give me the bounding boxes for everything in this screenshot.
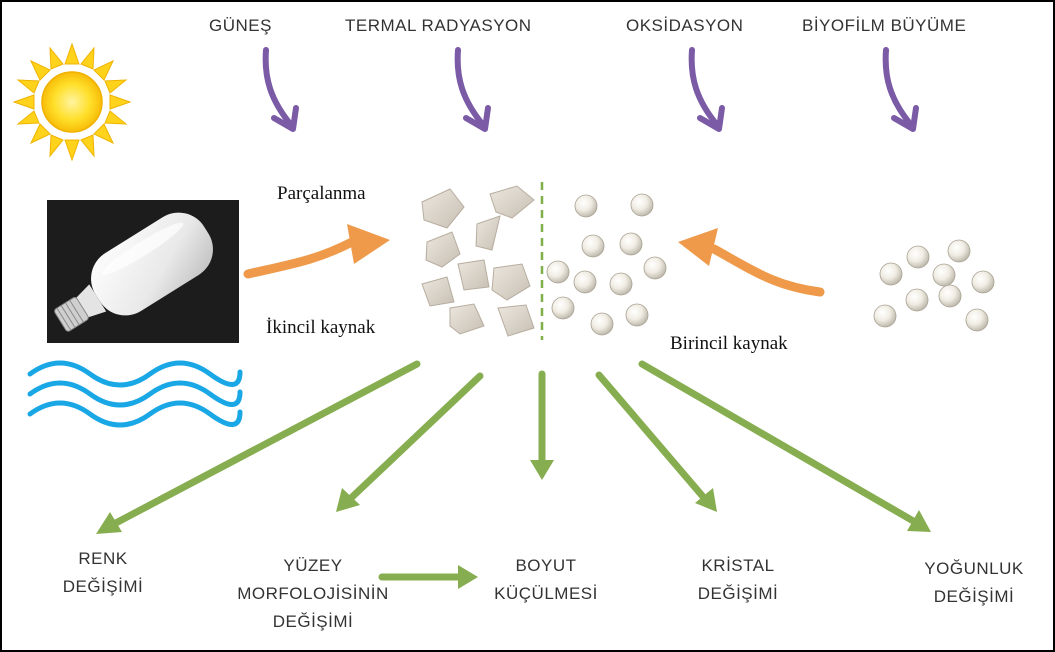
factor-arrow-biofilm bbox=[886, 50, 916, 129]
fragments-image bbox=[422, 186, 534, 336]
effect-arrow-size bbox=[530, 374, 554, 480]
factor-arrows bbox=[266, 50, 916, 129]
microbeads-center bbox=[547, 194, 666, 335]
effect-label-density: YOĞUNLUK DEĞİŞİMİ bbox=[904, 555, 1044, 611]
secondary-source-arrow bbox=[248, 224, 390, 274]
effect-label-color: RENK DEĞİŞİMİ bbox=[38, 545, 168, 601]
factor-arrow-sun bbox=[266, 50, 296, 129]
factor-label-sun: GÜNEŞ bbox=[209, 17, 272, 34]
effect-label-size: BOYUT KÜÇÜLMESİ bbox=[476, 552, 616, 608]
primary-source-arrow bbox=[678, 228, 820, 292]
plastic-bottle-image bbox=[42, 200, 239, 350]
factor-label-oxidation: OKSİDASYON bbox=[626, 17, 743, 34]
effect-label-surface: YÜZEY MORFOLOJİSİNİN DEĞİŞİMİ bbox=[228, 552, 398, 636]
factor-label-thermal: TERMAL RADYASYON bbox=[345, 17, 532, 34]
effect-arrow-color bbox=[96, 364, 417, 534]
factor-label-biofilm: BİYOFİLM BÜYÜME bbox=[802, 17, 966, 34]
microbeads-right bbox=[874, 240, 994, 331]
secondary-source-label: İkincil kaynak bbox=[266, 318, 375, 337]
factor-arrow-oxidation bbox=[692, 50, 722, 129]
water-waves-icon bbox=[30, 363, 240, 425]
fragmentation-label: Parçalanma bbox=[277, 184, 366, 203]
effect-arrow-density bbox=[642, 364, 931, 532]
effect-label-crystal: KRİSTAL DEĞİŞİMİ bbox=[678, 552, 798, 608]
primary-source-label: Birincil kaynak bbox=[670, 334, 788, 353]
factor-arrow-thermal bbox=[458, 50, 488, 129]
sun-icon bbox=[14, 44, 130, 160]
